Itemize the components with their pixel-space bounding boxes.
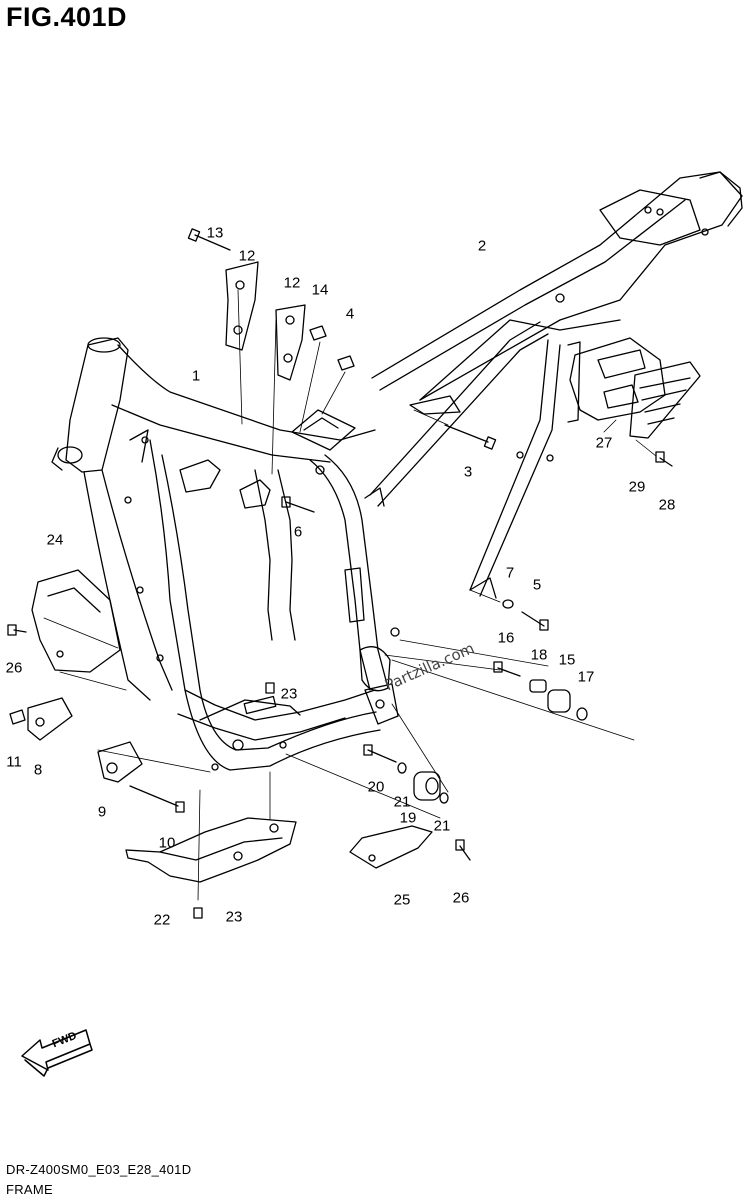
diagram-name: FRAME	[6, 1182, 53, 1197]
callout-25: 25	[393, 891, 411, 909]
callout-21a: 21	[393, 793, 411, 811]
callout-19: 19	[399, 809, 417, 827]
callout-22: 22	[153, 911, 171, 929]
fwd-arrow-icon	[21, 1029, 93, 1077]
callout-21b: 21	[433, 817, 451, 835]
diagram-code: DR-Z400SM0_E03_E28_401D	[6, 1162, 192, 1177]
callout-3: 3	[463, 463, 473, 481]
callout-8: 8	[33, 761, 43, 779]
seat-bracket	[291, 409, 356, 451]
callout-29: 29	[628, 478, 646, 496]
callout-12a: 12	[238, 247, 256, 265]
figure-title: FIG.401D	[6, 2, 128, 32]
leader-lines	[43, 289, 657, 901]
callout-17: 17	[577, 668, 595, 686]
callout-12b: 12	[283, 274, 301, 292]
rear-subframe	[364, 171, 743, 599]
callout-23b: 23	[225, 908, 243, 926]
callout-4: 4	[345, 305, 355, 323]
callout-11: 11	[6, 753, 22, 771]
callout-10: 10	[158, 834, 176, 852]
callout-26b: 26	[452, 889, 470, 907]
callout-23a: 23	[280, 685, 298, 703]
callout-5: 5	[532, 576, 542, 594]
fasteners	[7, 228, 673, 919]
callout-26a: 26	[5, 659, 23, 677]
callout-18: 18	[530, 646, 548, 664]
callout-14: 14	[311, 281, 329, 299]
frame-guard-24	[31, 569, 121, 673]
callout-1: 1	[191, 367, 201, 385]
callout-7: 7	[505, 564, 515, 582]
callout-20: 20	[367, 778, 385, 796]
callout-28: 28	[658, 496, 676, 514]
callout-2: 2	[477, 237, 487, 255]
frame-cover-25	[349, 825, 433, 869]
battery-cover	[629, 361, 701, 439]
callout-6: 6	[293, 523, 303, 541]
callout-15: 15	[558, 651, 576, 669]
main-frame	[51, 337, 400, 771]
callout-9: 9	[97, 803, 107, 821]
battery-case	[569, 337, 666, 421]
callout-27: 27	[595, 434, 613, 452]
callout-16: 16	[497, 629, 515, 647]
callout-24: 24	[46, 531, 64, 549]
skid-plate-22	[125, 817, 297, 883]
callout-13: 13	[206, 224, 224, 242]
